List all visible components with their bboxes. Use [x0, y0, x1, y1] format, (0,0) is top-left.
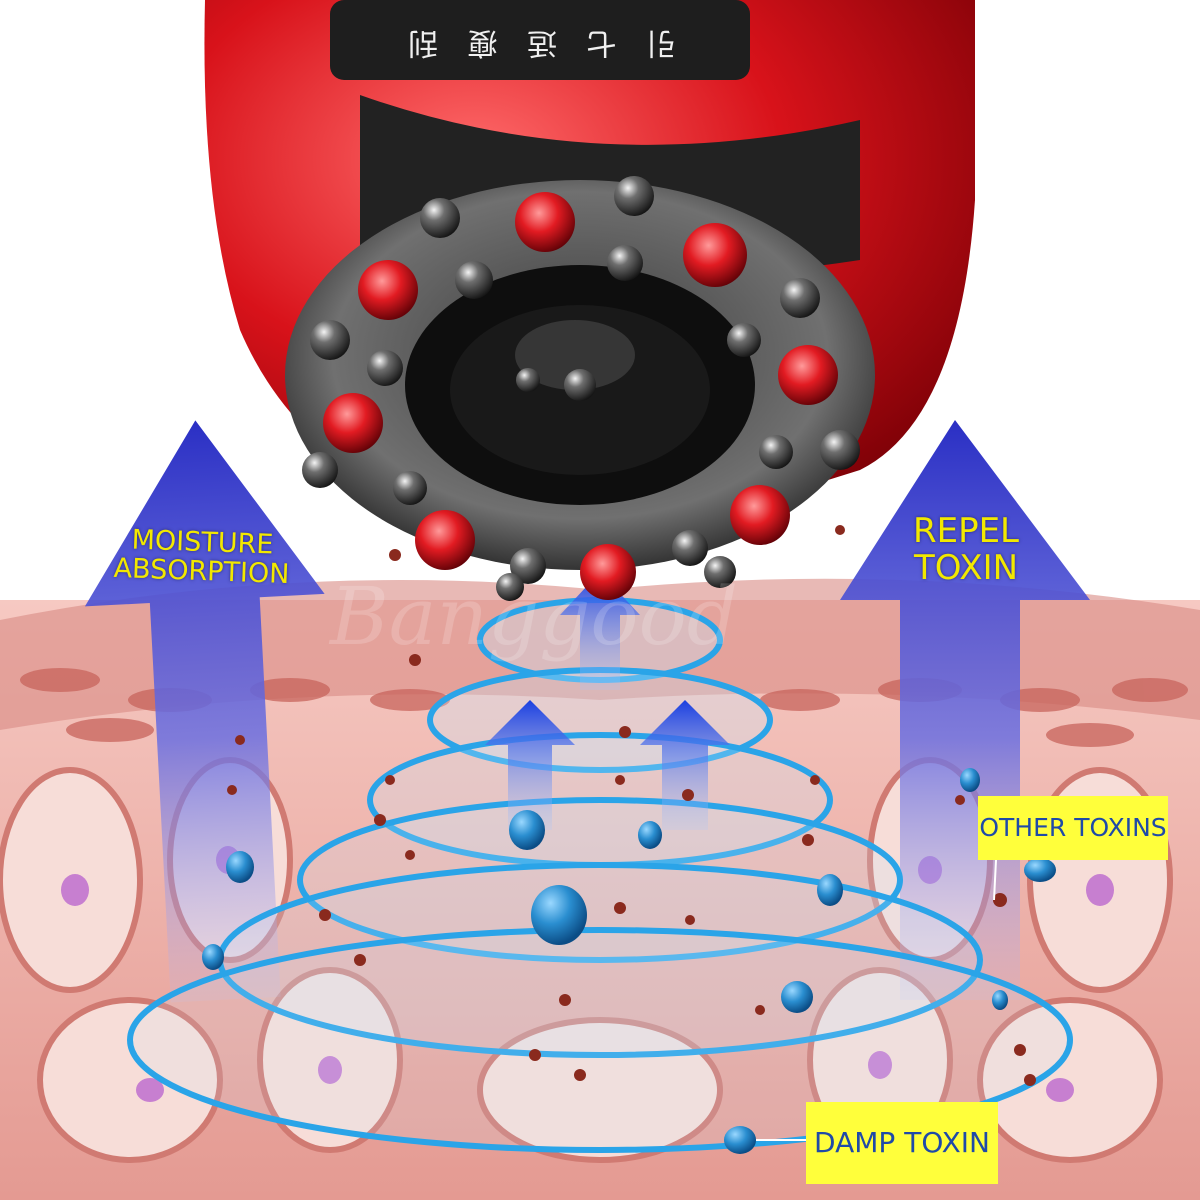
massage-balls: [302, 176, 860, 601]
repel-toxin-label: REPEL TOXIN: [896, 513, 1036, 586]
blue-upward-arrow-icon: [485, 572, 730, 830]
device-printed-text: 引 七 适 瘦 刮: [397, 25, 677, 60]
moisture-absorption-label: MOISTURE ABSORPTION: [111, 525, 293, 591]
moisture-arrow-icon: [84, 420, 325, 1003]
droplet-icon: [202, 768, 1056, 1154]
other-toxins-leader: [993, 859, 997, 901]
repel-label-line1: REPEL: [912, 511, 1020, 551]
repel-label-line2: TOXIN: [913, 547, 1019, 588]
other-toxins-tag: OTHER TOXINS: [978, 796, 1168, 860]
damp-toxin-tag: DAMP TOXIN: [806, 1102, 998, 1184]
watermark: Banggood: [330, 570, 738, 663]
led-lights: [323, 192, 838, 600]
repel-arrow-icon: [840, 420, 1090, 1000]
moisture-label-line2: ABSORPTION: [113, 553, 290, 591]
device-head-image: [204, 0, 975, 601]
